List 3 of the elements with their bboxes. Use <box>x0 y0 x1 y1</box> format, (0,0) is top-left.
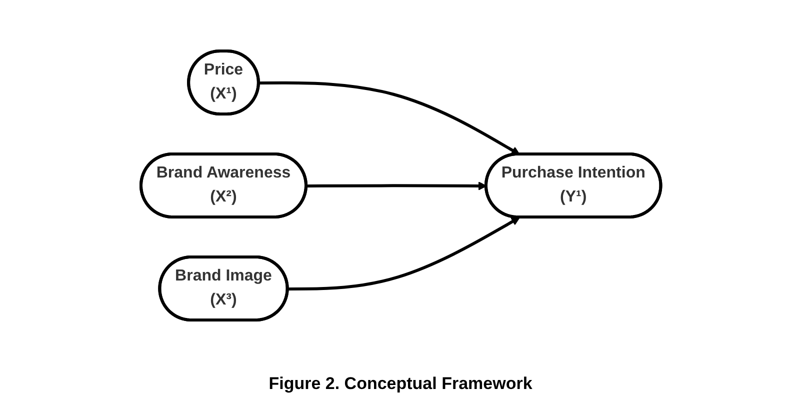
figure-caption: Figure 2. Conceptual Framework <box>268 374 532 394</box>
arrow <box>287 216 520 290</box>
arrow <box>258 80 520 154</box>
